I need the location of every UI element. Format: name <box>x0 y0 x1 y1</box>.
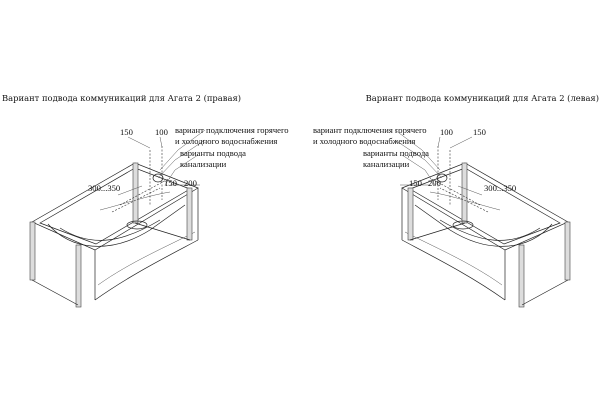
dim-300-350-right: 300...350 <box>484 183 516 193</box>
hot-cold-label-right-1: вариант подключения горячего <box>313 125 427 135</box>
caption-right: Вариант подвода коммуникаций для Агата 2… <box>365 93 599 103</box>
caption-left: Вариант подвода коммуникаций для Агата 2… <box>2 93 242 103</box>
hot-cold-label-right-2: и холодного водоснабжения <box>313 136 415 146</box>
dim-150-left: 150 <box>120 127 133 137</box>
hot-cold-label-left-2: и холодного водоснабжения <box>175 136 277 146</box>
drain-label-left-1: варианты подвода <box>180 148 246 158</box>
dim-200-left: 200 <box>184 178 197 188</box>
drain-label-right-1: варианты подвода <box>363 148 429 158</box>
bath-drawing-right <box>394 129 571 308</box>
dim-150b-right: 150 <box>409 178 422 188</box>
dim-300-350-left: 300...350 <box>88 183 120 193</box>
dim-150-right: 150 <box>473 127 486 137</box>
dim-150b-left: 150 <box>164 178 177 188</box>
drain-label-left-2: канализации <box>180 159 227 169</box>
dim-200-right: 200 <box>428 178 441 188</box>
dim-100-left: 100 <box>155 127 168 137</box>
bath-drawing-left <box>29 129 206 308</box>
hot-cold-label-left-1: вариант подключения горячего <box>175 125 289 135</box>
dim-100-right: 100 <box>440 127 453 137</box>
drain-label-right-2: канализации <box>363 159 410 169</box>
